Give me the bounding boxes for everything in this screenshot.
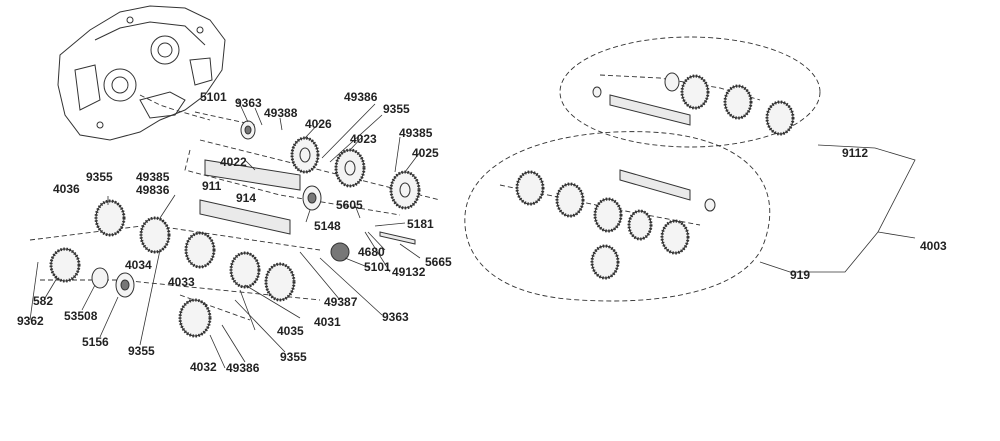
label-9363-lower: 9363 (382, 310, 409, 324)
bearing-5148 (302, 185, 322, 211)
bearing-5101-lower (330, 242, 350, 262)
part-labels: 5101 9363 49388 4026 49386 9355 4023 493… (17, 90, 947, 375)
label-5156: 5156 (82, 335, 109, 349)
gear-49836 (139, 216, 171, 254)
main-shaft-911 (204, 159, 301, 191)
label-4025: 4025 (412, 146, 439, 160)
label-4033: 4033 (168, 275, 195, 289)
label-4032: 4032 (190, 360, 217, 374)
label-4031: 4031 (314, 315, 341, 329)
group-bracket (759, 144, 916, 273)
label-5665: 5665 (425, 255, 452, 269)
label-919: 919 (790, 268, 810, 282)
label-9355-lower: 9355 (280, 350, 307, 364)
label-914: 914 (236, 191, 256, 205)
label-4036: 4036 (53, 182, 80, 196)
leader-lines (29, 99, 421, 369)
assembly-919 (464, 131, 771, 302)
label-9112: 9112 (842, 146, 868, 160)
label-49386-bottom: 49386 (226, 361, 260, 375)
gear-4032 (178, 298, 212, 338)
label-9355-bottom: 9355 (128, 344, 155, 358)
label-911: 911 (202, 179, 222, 193)
label-5101-top: 5101 (200, 90, 227, 104)
label-5181: 5181 (407, 217, 434, 231)
label-53508: 53508 (64, 309, 98, 323)
label-4035: 4035 (277, 324, 304, 338)
gear-4026 (290, 136, 320, 174)
label-49386-top: 49386 (344, 90, 378, 104)
label-9355-left: 9355 (86, 170, 113, 184)
label-5605: 5605 (336, 198, 363, 212)
label-49387: 49387 (324, 295, 358, 309)
assembly-9112 (559, 36, 821, 148)
counter-shaft (199, 199, 291, 235)
label-582: 582 (33, 294, 53, 308)
seal-53508 (91, 267, 109, 289)
sprocket-582 (49, 247, 81, 283)
label-49385-left: 49385 (136, 170, 170, 184)
label-4022: 4022 (220, 155, 247, 169)
bearing-5101-top (240, 120, 256, 140)
label-4034: 4034 (125, 258, 152, 272)
gear-4034 (184, 231, 216, 269)
label-49132: 49132 (392, 265, 426, 279)
bearing-5156 (115, 272, 135, 298)
label-5101-lower: 5101 (364, 260, 391, 274)
gear-4025 (389, 170, 421, 210)
label-4680: 4680 (358, 245, 385, 259)
label-49385-top: 49385 (399, 126, 433, 140)
label-5148: 5148 (314, 219, 341, 233)
label-4026: 4026 (305, 117, 332, 131)
label-4003: 4003 (920, 239, 947, 253)
label-9363-top: 9363 (235, 96, 262, 110)
gear-4035 (229, 251, 261, 289)
gear-4023 (334, 148, 366, 188)
crankcase-illustration (57, 5, 226, 141)
label-9355-top: 9355 (383, 102, 410, 116)
bolt-5665 (379, 231, 416, 245)
label-49836: 49836 (136, 183, 170, 197)
label-4023: 4023 (350, 132, 377, 146)
gear-4036 (94, 199, 126, 237)
gear-4031 (264, 262, 296, 302)
label-9362: 9362 (17, 314, 44, 328)
label-49388: 49388 (264, 106, 298, 120)
